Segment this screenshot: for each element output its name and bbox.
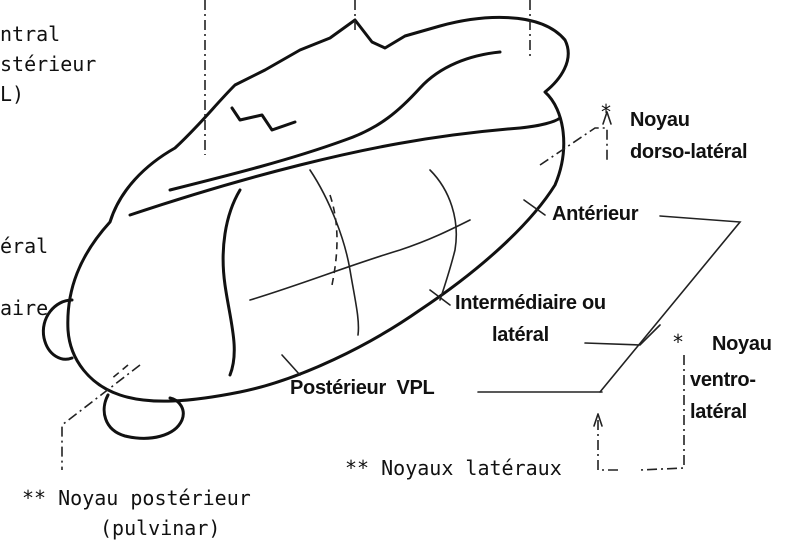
leader-lateral (585, 325, 660, 345)
inner-boundary (223, 190, 240, 375)
label-ventro-2: ventro- (690, 370, 756, 390)
label-anterieur: Antérieur (552, 204, 638, 224)
label-top-left-3: L) (0, 84, 24, 104)
label-top-left-1: ntral (0, 24, 60, 44)
leader-noyaux-lateraux (598, 420, 620, 470)
label-posterieur-vpl: Postérieur VPL (290, 378, 434, 398)
bracket-ventro (640, 355, 684, 470)
leader-dorso (540, 128, 607, 165)
label-noyaux-lateraux: ** Noyaux latéraux (345, 458, 562, 478)
upper-band-lower (170, 52, 500, 190)
division-curve-2 (310, 170, 358, 335)
leader-posterieur (282, 355, 300, 375)
leader-pulvinar (62, 365, 140, 470)
division-curve-3 (430, 170, 456, 300)
division-curve-1 (250, 220, 470, 300)
upper-band-notch (232, 108, 295, 130)
label-top-left-2: stérieur (0, 54, 96, 74)
label-dorso-1: Noyau (630, 110, 690, 130)
label-ventro-1: Noyau (712, 334, 772, 354)
label-intermediaire-2: latéral (492, 325, 549, 345)
label-ventro-3: latéral (690, 402, 747, 422)
upper-band (130, 118, 560, 215)
label-dorso-star: * (600, 102, 612, 122)
label-left-mid-2: aire (0, 298, 48, 318)
label-noyau-posterieur-1: ** Noyau postérieur (22, 488, 251, 508)
label-left-mid-1: éral (0, 236, 48, 256)
label-intermediaire-1: Intermédiaire ou (455, 293, 606, 313)
label-noyau-posterieur-2: (pulvinar) (100, 518, 220, 538)
label-ventro-star: * (672, 332, 684, 352)
pulvinar-inner-dash (110, 365, 128, 380)
label-dorso-2: dorso-latéral (630, 142, 747, 162)
leader-anterieur-line (600, 216, 740, 392)
